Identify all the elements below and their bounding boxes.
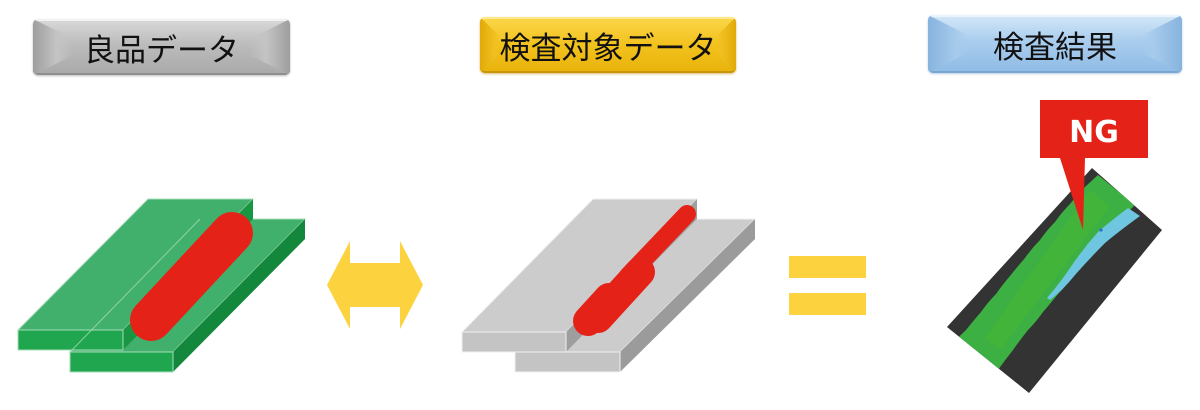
inspection-result-label: 検査結果 — [993, 29, 1117, 66]
target-sample-illustration — [460, 198, 757, 373]
equals-icon — [789, 256, 866, 315]
inspection-result-badge: 検査結果 — [928, 15, 1182, 73]
ng-label: NG — [1069, 115, 1119, 150]
target-data-badge: 検査対象データ — [480, 17, 736, 73]
target-data-label: 検査対象データ — [499, 30, 717, 67]
double-arrow-icon — [327, 241, 423, 329]
ng-callout: NG — [1040, 100, 1148, 230]
inspection-result-map — [947, 168, 1162, 393]
good-data-label: 良品データ — [84, 32, 239, 69]
good-data-badge: 良品データ — [33, 19, 290, 75]
good-sample-illustration — [16, 198, 307, 373]
